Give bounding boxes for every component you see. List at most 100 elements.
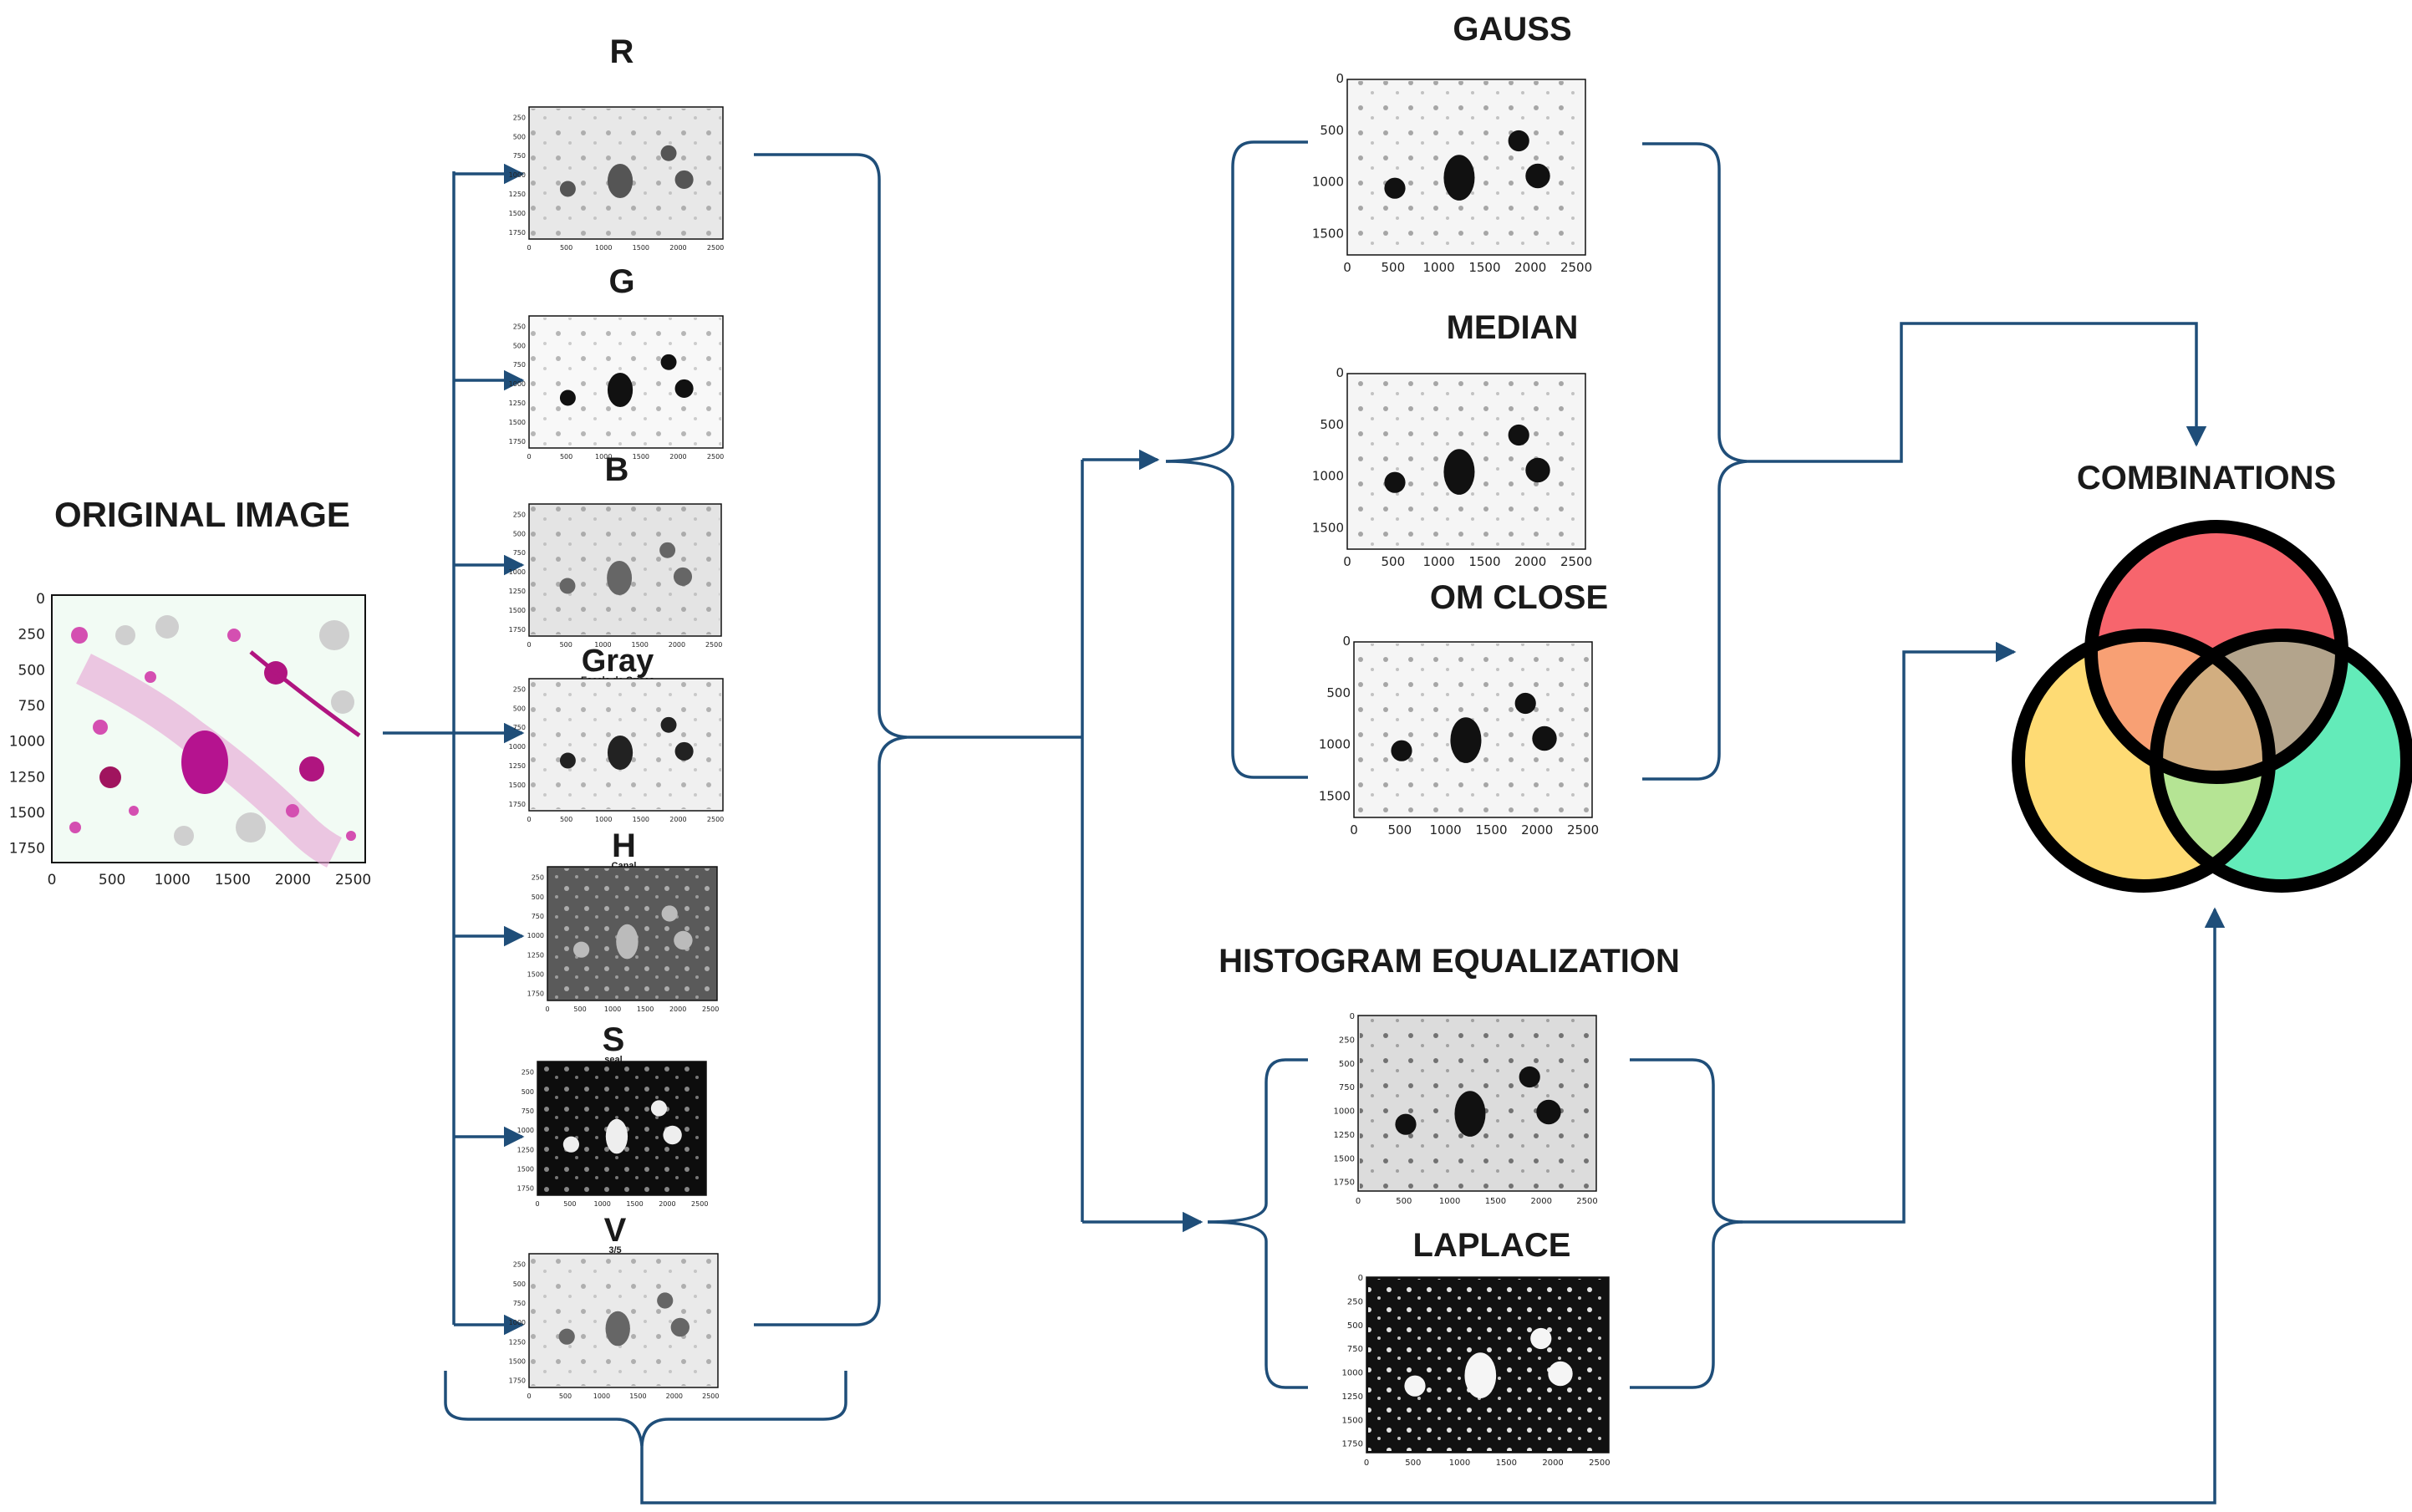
channel-h-y-tick: 1750 [527,990,544,998]
channel-sublabel-v: 3/5 [608,1245,621,1255]
channel-v-x-tick: 2000 [666,1392,683,1400]
channel-gray-blob [660,716,677,733]
original-y-tick: 1750 [9,841,45,858]
channel-s-y-tick: 1000 [517,1127,534,1134]
channel-v-cell [605,1311,630,1347]
channel-s-x-tick: 2000 [659,1200,675,1208]
channel-r-y-tick: 1500 [509,210,526,217]
enhancement-laplace-x-tick: 2500 [1589,1459,1610,1468]
channel-g-x-tick: 2000 [669,453,686,461]
channel-v-y-tick: 1500 [509,1358,526,1366]
channel-gray-y-tick: 1500 [509,781,526,789]
filter-right-brace-to-combinations [1642,142,2207,463]
channel-b-y-tick: 250 [513,511,526,518]
channel-s-blob [562,1136,580,1153]
bottom-brace-to-combinations [444,907,2226,1504]
channel-g-y-tick: 1500 [509,419,526,426]
channel-r-x-tick: 0 [527,244,531,252]
channel-s-y-tick: 1750 [517,1185,534,1193]
channel-label-g: G [608,263,634,300]
channel-r-blob [674,170,694,189]
channel-h-x-tick: 1500 [637,1005,654,1013]
brace-top [754,153,1082,739]
channel-h-y-tick: 750 [532,913,544,920]
filter-braces [1165,140,2207,781]
channel-h-blob [573,941,590,958]
channel-b-cell [607,560,633,596]
channel-b-x-tick: 0 [527,641,531,649]
channel-b-y-tick: 1500 [509,607,526,614]
channel-h-x-tick: 2500 [702,1005,719,1013]
filter-label-gauss: GAUSS [1453,11,1571,48]
channel-gray-y-tick: 1750 [509,801,526,808]
channel-r-x-tick: 500 [560,244,572,252]
channel-label-gray: Gray [582,644,654,679]
original-y-tick: 1000 [9,734,45,751]
filter-omclose-cell [1450,717,1482,763]
connector-channels-to-filters [754,153,1203,1326]
channel-s-y-tick: 500 [522,1088,534,1096]
enhancement-histeq-y-tick: 250 [1339,1036,1355,1045]
channel-v-x-tick: 2500 [702,1392,719,1400]
connectors-original-to-channels [383,163,525,1336]
original-y-tick: 1250 [9,769,45,786]
channel-b-y-tick: 750 [513,549,526,557]
filter-median-blob [1508,424,1529,446]
channel-s-y-tick: 1250 [517,1146,534,1153]
channel-b-x-tick: 500 [560,641,572,649]
original-y-tick: 500 [18,662,45,679]
channel-gray-blob [559,752,576,769]
filter-omclose-blob [1391,740,1412,761]
channel-r-y-tick: 1750 [509,229,526,237]
channel-b-x-tick: 1000 [594,641,611,649]
filter-omclose-y-tick: 1500 [1319,788,1351,803]
channel-r-x-tick: 1500 [633,244,649,252]
channel-v-y-tick: 500 [513,1280,526,1288]
enhancement-label-histeq: HISTOGRAM EQUALIZATION [1219,943,1680,980]
filter-median-cell [1443,449,1475,495]
channel-r-y-tick: 500 [513,133,526,140]
filter-median-y-tick: 1000 [1312,469,1344,484]
channel-r-x-tick: 2000 [669,244,686,252]
channel-s-x-tick: 1000 [594,1200,611,1208]
original-y-tick: 1500 [9,805,45,822]
channel-g-x-tick: 0 [527,453,531,461]
filter-median-x-tick: 1000 [1423,554,1455,569]
brace-bottom [754,736,908,1326]
channel-s-y-tick: 1500 [517,1166,534,1173]
filter-omclose-y-tick: 500 [1326,685,1351,700]
enhancement-laplace-y-tick: 0 [1358,1274,1363,1283]
enhancement-histeq-x-tick: 2000 [1531,1197,1552,1206]
channel-v-y-tick: 1250 [509,1338,526,1346]
enhancement-histeq-x-tick: 1500 [1485,1197,1506,1206]
enhancement-histeq-x-tick: 1000 [1439,1197,1460,1206]
enhancement-laplace-cell [1464,1352,1497,1398]
channel-g-y-tick: 1000 [509,380,526,388]
channel-h-y-tick: 1250 [527,951,544,959]
filter-omclose-blob [1514,692,1536,715]
channel-s-x-tick: 500 [563,1200,576,1208]
channel-gray-cell [607,735,634,771]
channel-s-blob [650,1100,668,1117]
channel-g-blob [660,354,677,370]
enhancement-laplace-y-tick: 1750 [1342,1440,1363,1449]
channel-s-y-tick: 750 [522,1107,534,1115]
channel-label-v: V [604,1212,627,1249]
venn-outline-right [2150,629,2412,893]
enhancement-histeq: HISTOGRAM EQUALIZATION025050075010001250… [1219,943,1680,1206]
filter-right-brace-bottom [1642,460,1748,781]
filter-median-y-tick: 1500 [1312,520,1344,535]
channel-s-cell [605,1118,628,1154]
channel-gray-x-tick: 500 [560,816,572,823]
